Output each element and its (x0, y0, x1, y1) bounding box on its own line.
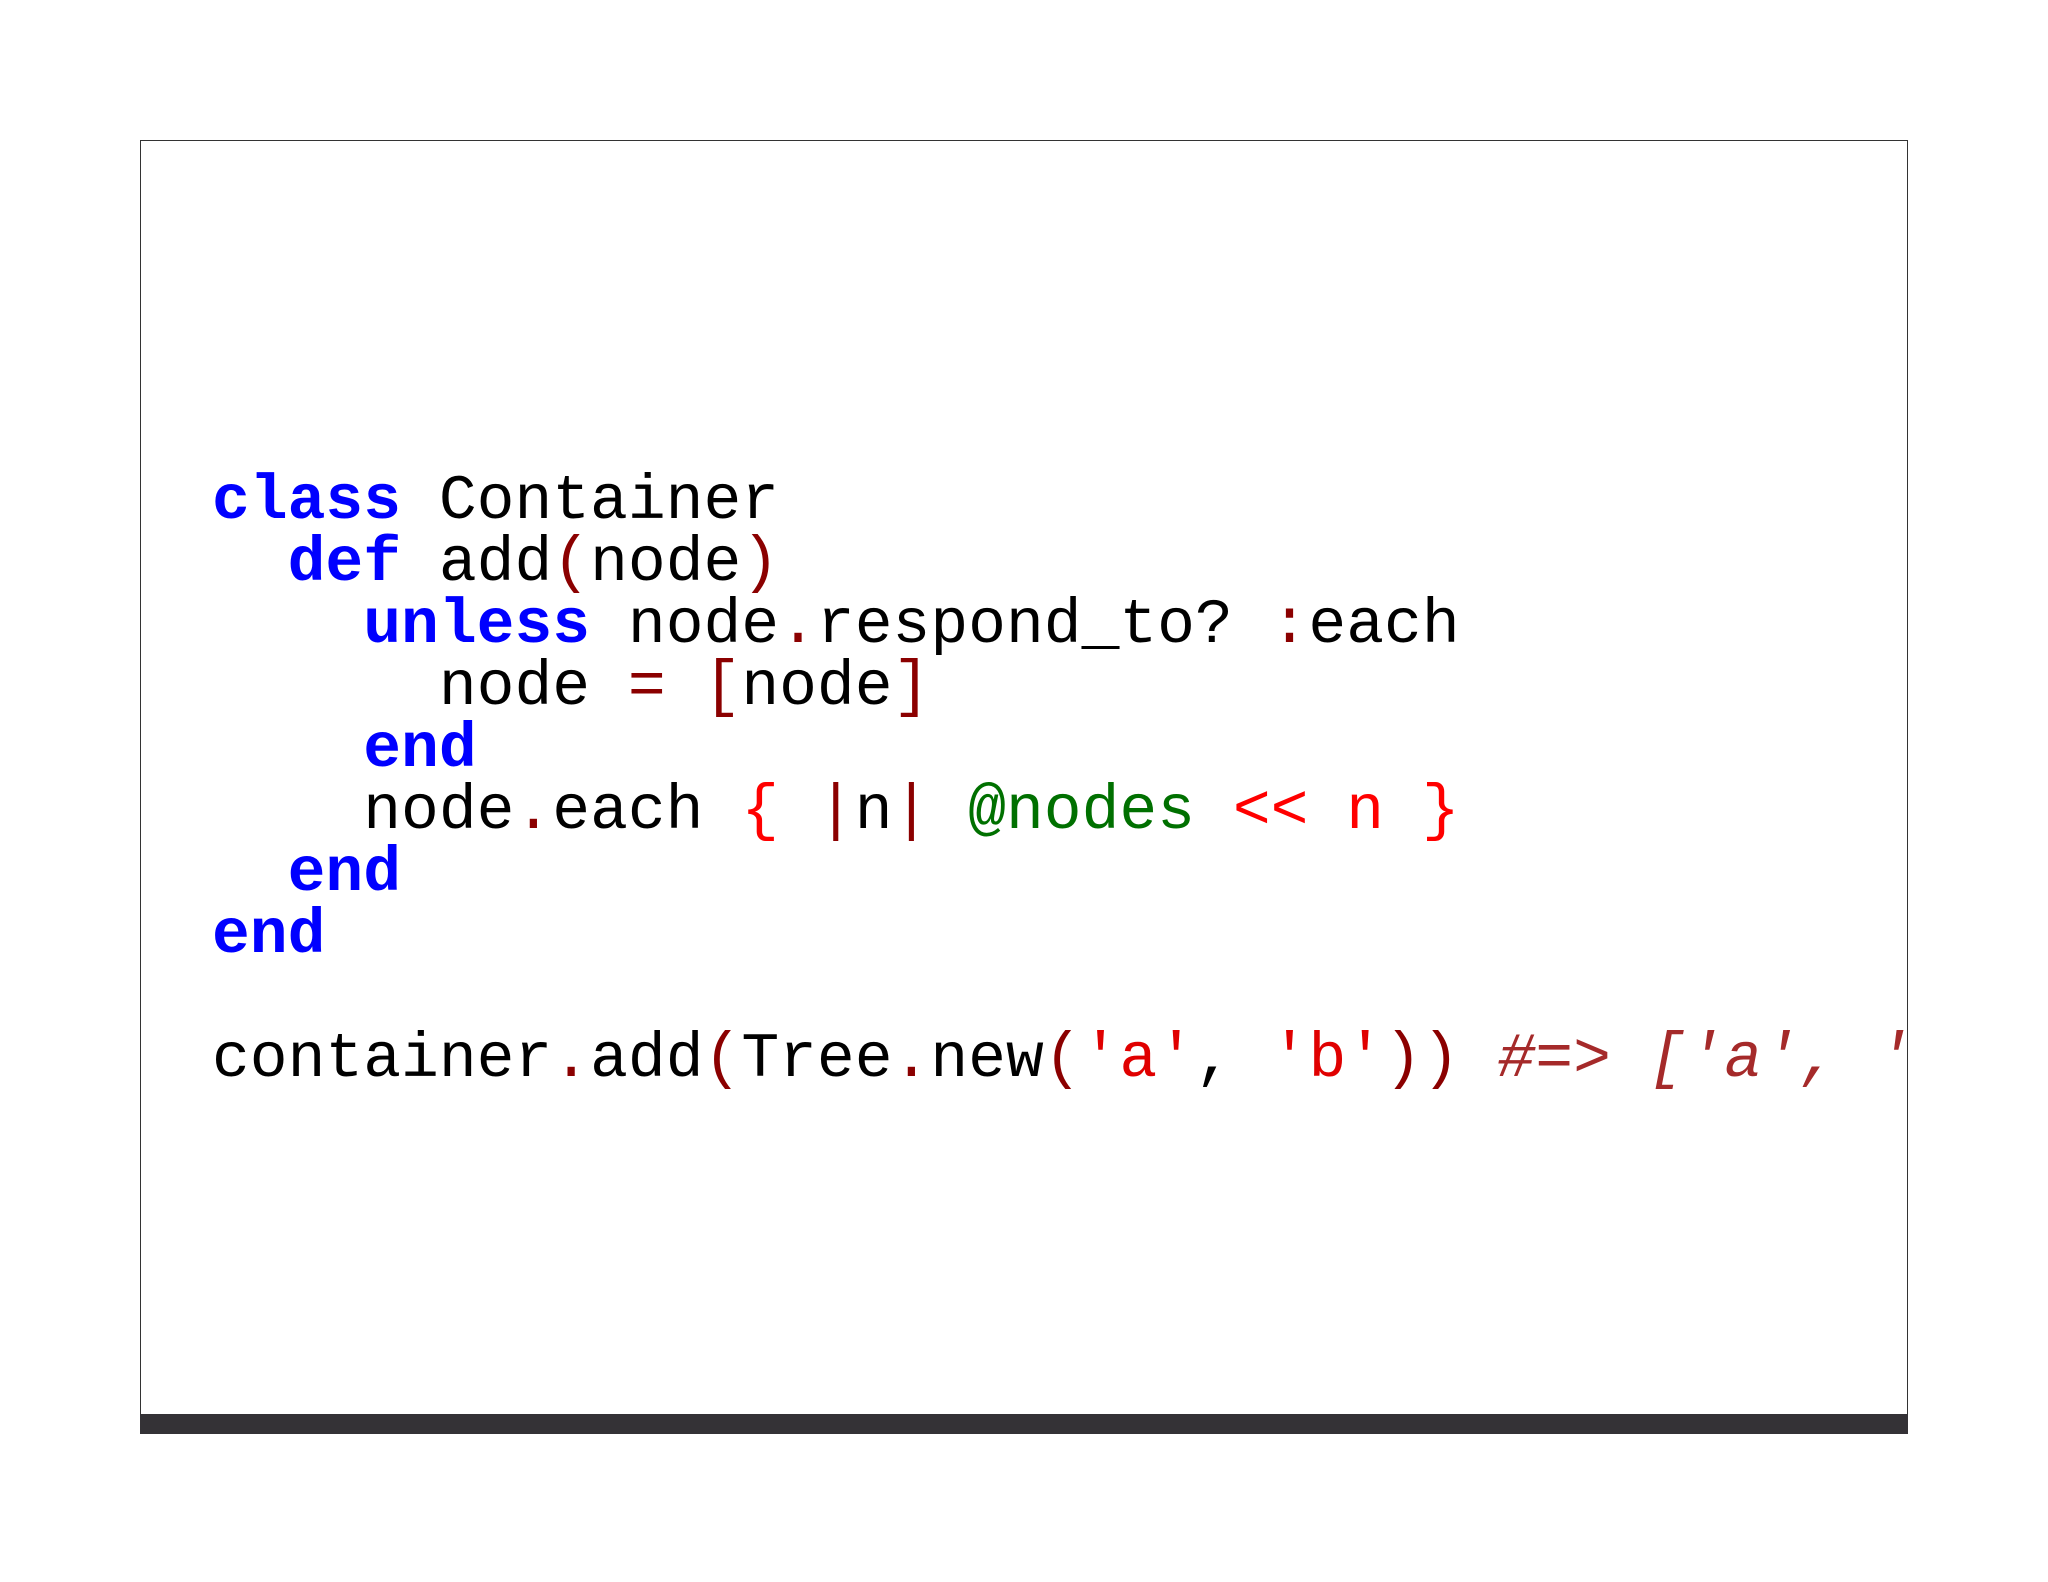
identifier-token: each (552, 776, 742, 847)
identifier-token: container (212, 1024, 553, 1095)
identifier-token (212, 714, 363, 785)
block-token: { (741, 776, 780, 847)
identifier-token (1460, 1024, 1498, 1095)
operator-token: . (552, 1024, 591, 1095)
operator-token: ( (703, 1024, 742, 1095)
identifier-token (212, 590, 363, 661)
code-line: end (212, 718, 1907, 781)
keyword-token: unless (363, 590, 591, 661)
operator-token: = (627, 652, 666, 723)
operator-token: . (779, 590, 817, 661)
operator-token: . (514, 776, 553, 847)
operator-token: )) (1384, 1024, 1460, 1095)
slide: class Container def add(node) unless nod… (140, 140, 1908, 1415)
instance-variable-token: @nodes (968, 776, 1196, 847)
operator-token: ) (741, 528, 780, 599)
string-token: 'b' (1270, 1024, 1385, 1095)
identifier-token: Tree (741, 1024, 893, 1095)
comment-token: #=> ['a', ' (1497, 1024, 1908, 1095)
code-line: container.add(Tree.new('a', 'b')) #=> ['… (212, 1028, 1907, 1091)
code-line: node = [node] (212, 656, 1907, 719)
code-line: unless node.respond_to? :each (212, 594, 1907, 657)
code-line: end (212, 904, 1907, 967)
keyword-token: end (212, 900, 326, 971)
code-line: def add(node) (212, 532, 1907, 595)
identifier-token (779, 776, 817, 847)
operator-token: | (816, 776, 855, 847)
identifier-token: node (590, 528, 742, 599)
operator-token: : (1270, 590, 1309, 661)
code-line (212, 967, 1907, 1029)
code-line: class Container (212, 470, 1907, 533)
operator-token: ( (1043, 1024, 1082, 1095)
code-line: end (212, 842, 1907, 905)
identifier-token: , (1195, 1024, 1271, 1095)
identifier-token (930, 776, 968, 847)
identifier-token (212, 528, 288, 599)
operator-token: [ (703, 652, 742, 723)
keyword-token: def (287, 528, 402, 599)
identifier-token: respond_to? (816, 590, 1271, 661)
keyword-token: end (363, 714, 477, 785)
identifier-token: add (401, 528, 553, 599)
identifier-token: each (1308, 590, 1460, 661)
identifier-token (212, 838, 288, 909)
identifier-token: node (212, 776, 515, 847)
slide-bottom-bar (140, 1414, 1908, 1434)
identifier-token: node (212, 652, 628, 723)
keyword-token: end (287, 838, 402, 909)
code-line: node.each { |n| @nodes << n } (212, 780, 1907, 843)
string-token: 'a' (1081, 1024, 1196, 1095)
identifier-token: node (741, 652, 893, 723)
operator-token: . (892, 1024, 931, 1095)
identifier-token: Container (401, 466, 780, 537)
operator-token: ( (552, 528, 591, 599)
identifier-token: node (590, 590, 780, 661)
block-token: << n } (1195, 776, 1460, 847)
identifier-token (666, 652, 704, 723)
keyword-token: class (212, 466, 402, 537)
identifier-token: new (930, 1024, 1044, 1095)
code-block: class Container def add(node) unless nod… (212, 470, 1907, 1091)
operator-token: | (892, 776, 931, 847)
identifier-token (212, 962, 250, 1033)
operator-token: ] (892, 652, 931, 723)
identifier-token: add (590, 1024, 704, 1095)
identifier-token: n (854, 776, 893, 847)
